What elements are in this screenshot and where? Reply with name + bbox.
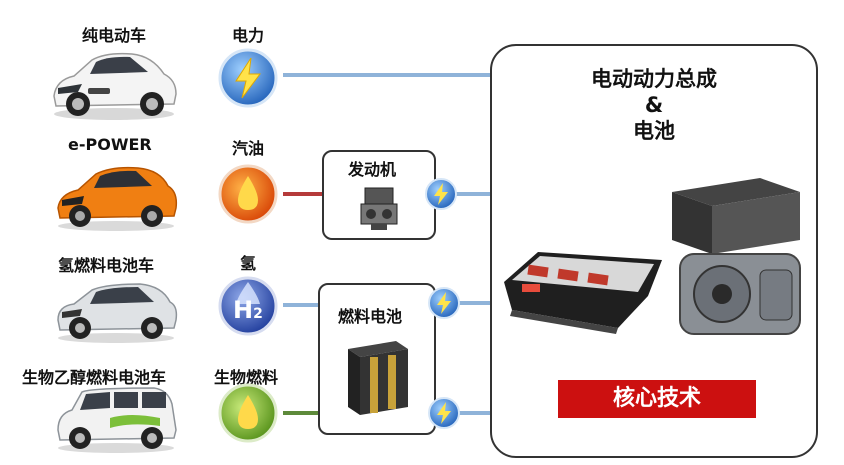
engine-label: 发动机 [348,160,397,179]
car-white-ev-icon [48,44,180,122]
car-orange-hatch-icon [50,160,182,232]
source-label-biofuel: 生物燃料 [214,368,279,387]
fuel-cell-stack-icon [342,335,412,419]
vehicle-label-bioethanol: 生物乙醇燃料电池车 [22,368,167,387]
core-technology-banner-text: 核心技术 [612,386,701,411]
source-label-electricity: 电力 [232,26,265,45]
core-technology-box: 电动动力总成 & 电池 核心技术 [490,44,818,458]
car-white-van-icon [50,384,182,454]
lightning-bolt-icon-engine [424,177,458,211]
source-label-gasoline: 汽油 [232,139,265,158]
core-title-line2: & [644,93,664,117]
core-title-line1: 电动动力总成 [591,67,717,91]
core-technology-banner: 核心技术 [558,380,756,418]
core-title-line3: 电池 [633,119,675,143]
hydrogen-symbol-sub: 2 [253,306,263,322]
motor-unit-icon [660,170,810,350]
source-label-hydrogen: 氢 [240,254,257,273]
hydrogen-drop-icon: H2 [218,276,278,336]
lightning-bolt-icon [218,48,278,108]
vehicle-label-ev: 纯电动车 [82,26,147,45]
hydrogen-symbol-main: H [233,296,254,324]
fuel-drop-icon-gasoline [218,164,278,224]
lightning-bolt-icon-fuelcell-upper [427,286,461,320]
fuel-cell-label: 燃料电池 [338,307,403,326]
engine-box: 发动机 [322,150,436,240]
fuel-cell-box: 燃料电池 [318,283,436,435]
fuel-drop-icon-biofuel [218,383,278,443]
vehicle-label-epower: e-POWER [68,135,152,154]
core-title: 电动动力总成 & 电池 [492,66,816,144]
engine-icon [357,182,401,232]
hydrogen-symbol: H2 [233,296,263,324]
battery-pack-icon [498,226,668,336]
vehicle-label-hydrogen: 氢燃料电池车 [58,256,155,275]
car-silver-suv-icon [50,276,182,344]
lightning-bolt-icon-fuelcell-lower [427,396,461,430]
